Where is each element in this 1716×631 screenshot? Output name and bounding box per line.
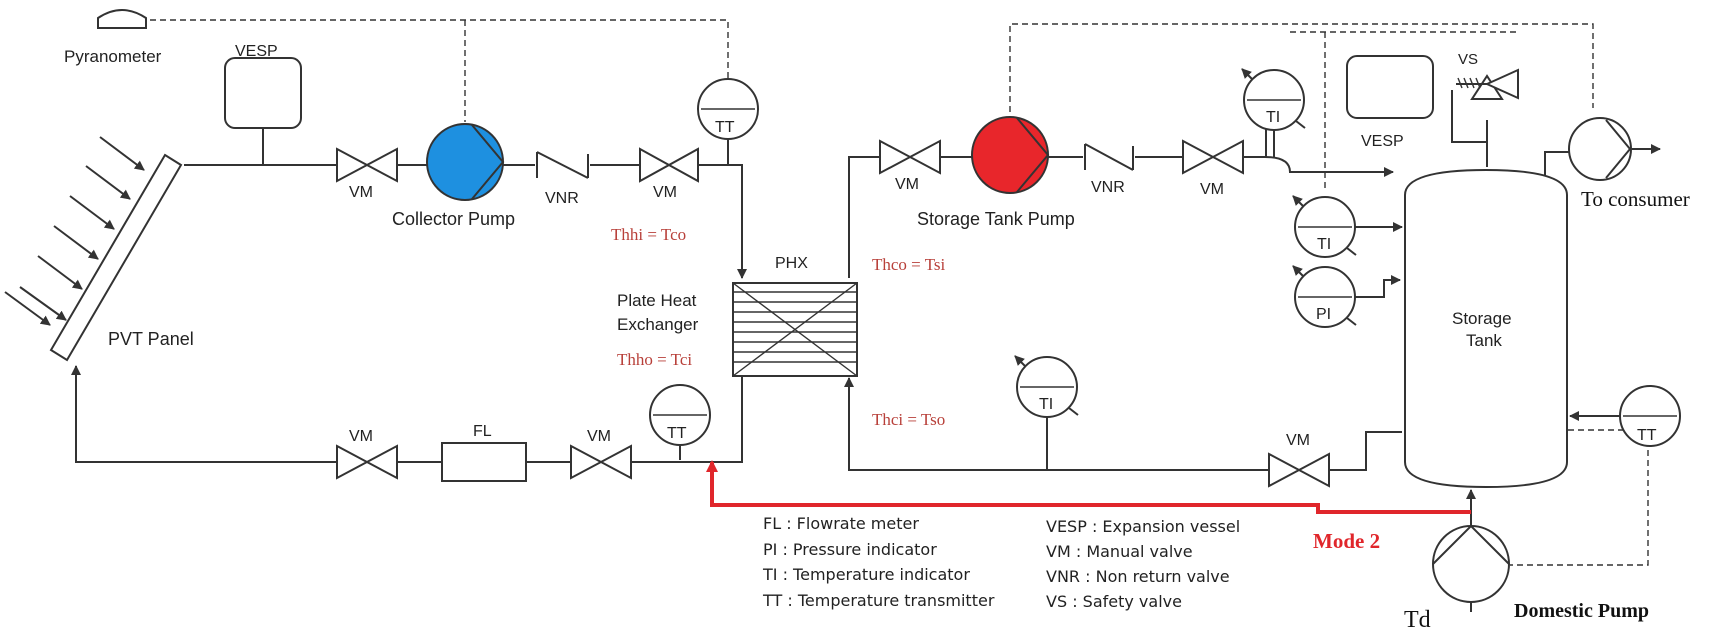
vm-label-2: VM [653,184,677,201]
pyranometer [97,9,147,29]
vesp-right-label: VESP [1361,133,1404,150]
safety-valve [1456,68,1519,100]
legend-left-1: FL : Flowrate meter [763,514,919,533]
valve-vm-3 [879,139,941,175]
tt-label-bottom: TT [667,425,687,442]
pvt-panel-label: PVT Panel [108,329,194,349]
flowrate-meter [441,442,527,482]
pi-label: PI [1316,306,1331,323]
td-label: Td [1404,607,1431,631]
vm-label-4: VM [1200,181,1224,198]
vnr-label-2: VNR [1091,179,1125,196]
instruments [649,68,1681,470]
manual-valves [336,139,1330,488]
plate-hx-label-1: Plate Heat [617,291,697,310]
temp-thco: Thco = Tsi [872,255,946,274]
storage-pump-label: Storage Tank Pump [917,209,1075,229]
pvt-panel [4,136,183,362]
legend-left-2: PI : Pressure indicator [763,540,937,559]
temp-thci: Thci = Tso [872,410,945,429]
vm-label-7: VM [1286,432,1310,449]
storage-tank-label-2: Tank [1466,331,1502,350]
plate-heat-exchanger [732,282,858,377]
valve-vm-4 [1182,139,1244,175]
collector-pump-label: Collector Pump [392,209,515,229]
ti-label-lower: TI [1039,396,1053,413]
expansion-vessel-right [1346,55,1434,119]
tt-label-top: TT [715,119,735,136]
legend-right-2: VM : Manual valve [1046,542,1193,561]
vs-label: VS [1458,51,1478,68]
legend-left-4: TT : Temperature transmitter [762,591,995,610]
storage-tank [1404,168,1568,489]
vm-label-5: VM [349,428,373,445]
vesp-left-label: VESP [235,43,278,60]
vm-label-6: VM [587,428,611,445]
tt-right [1619,385,1681,447]
domestic-pump-label: Domestic Pump [1514,600,1649,622]
collector-pump [426,123,505,201]
non-return-valves [535,143,1135,179]
legend-right-4: VS : Safety valve [1046,592,1182,611]
pi-gauge [1292,265,1357,328]
tt-bottom [649,384,711,460]
storage-tank-label-1: Storage [1452,309,1512,328]
expansion-vessel-left [224,57,302,129]
fl-label: FL [473,423,492,440]
pyranometer-label: Pyranometer [64,47,162,66]
ti-label-top: TI [1266,109,1280,126]
domestic-pump [1432,524,1510,603]
pipes [71,90,1661,612]
valve-vm-5 [336,444,398,480]
to-consumer-label: To consumer [1581,187,1690,211]
valve-vm-2 [639,147,699,183]
valve-vm-6 [570,444,632,480]
tt-label-right: TT [1637,427,1657,444]
valve-vnr-2 [1083,143,1135,171]
sun-arrows [4,136,145,326]
valve-vm-1 [336,147,398,183]
legend: FL : Flowrate meter PI : Pressure indica… [762,514,1240,611]
labels: Pyranometer VESP VESP VS Collector Pump … [64,43,1690,631]
vm-label-3: VM [895,176,919,193]
legend-right-1: VESP : Expansion vessel [1046,517,1240,536]
vm-label-1: VM [349,184,373,201]
storage-tank-pump [971,116,1050,194]
tt-top [697,78,759,165]
ti-lower [1014,355,1079,470]
mode2-flow-line [706,460,1471,514]
legend-left-3: TI : Temperature indicator [762,565,970,584]
legend-right-3: VNR : Non return valve [1046,567,1230,586]
mode2-label: Mode 2 [1313,529,1380,553]
plate-hx-label-2: Exchanger [617,315,699,334]
ti-middle [1292,195,1357,258]
valve-vnr-1 [535,151,590,179]
signal-lines [140,19,1649,566]
phx-label: PHX [775,255,808,272]
vnr-label-1: VNR [545,190,579,207]
valve-vm-7 [1268,452,1330,488]
consumer-pump [1568,117,1632,181]
ti-label-middle: TI [1317,236,1331,253]
temp-thho: Thho = Tci [617,350,692,369]
ti-top [1241,68,1306,157]
temp-thhi: Thhi = Tco [611,225,686,244]
